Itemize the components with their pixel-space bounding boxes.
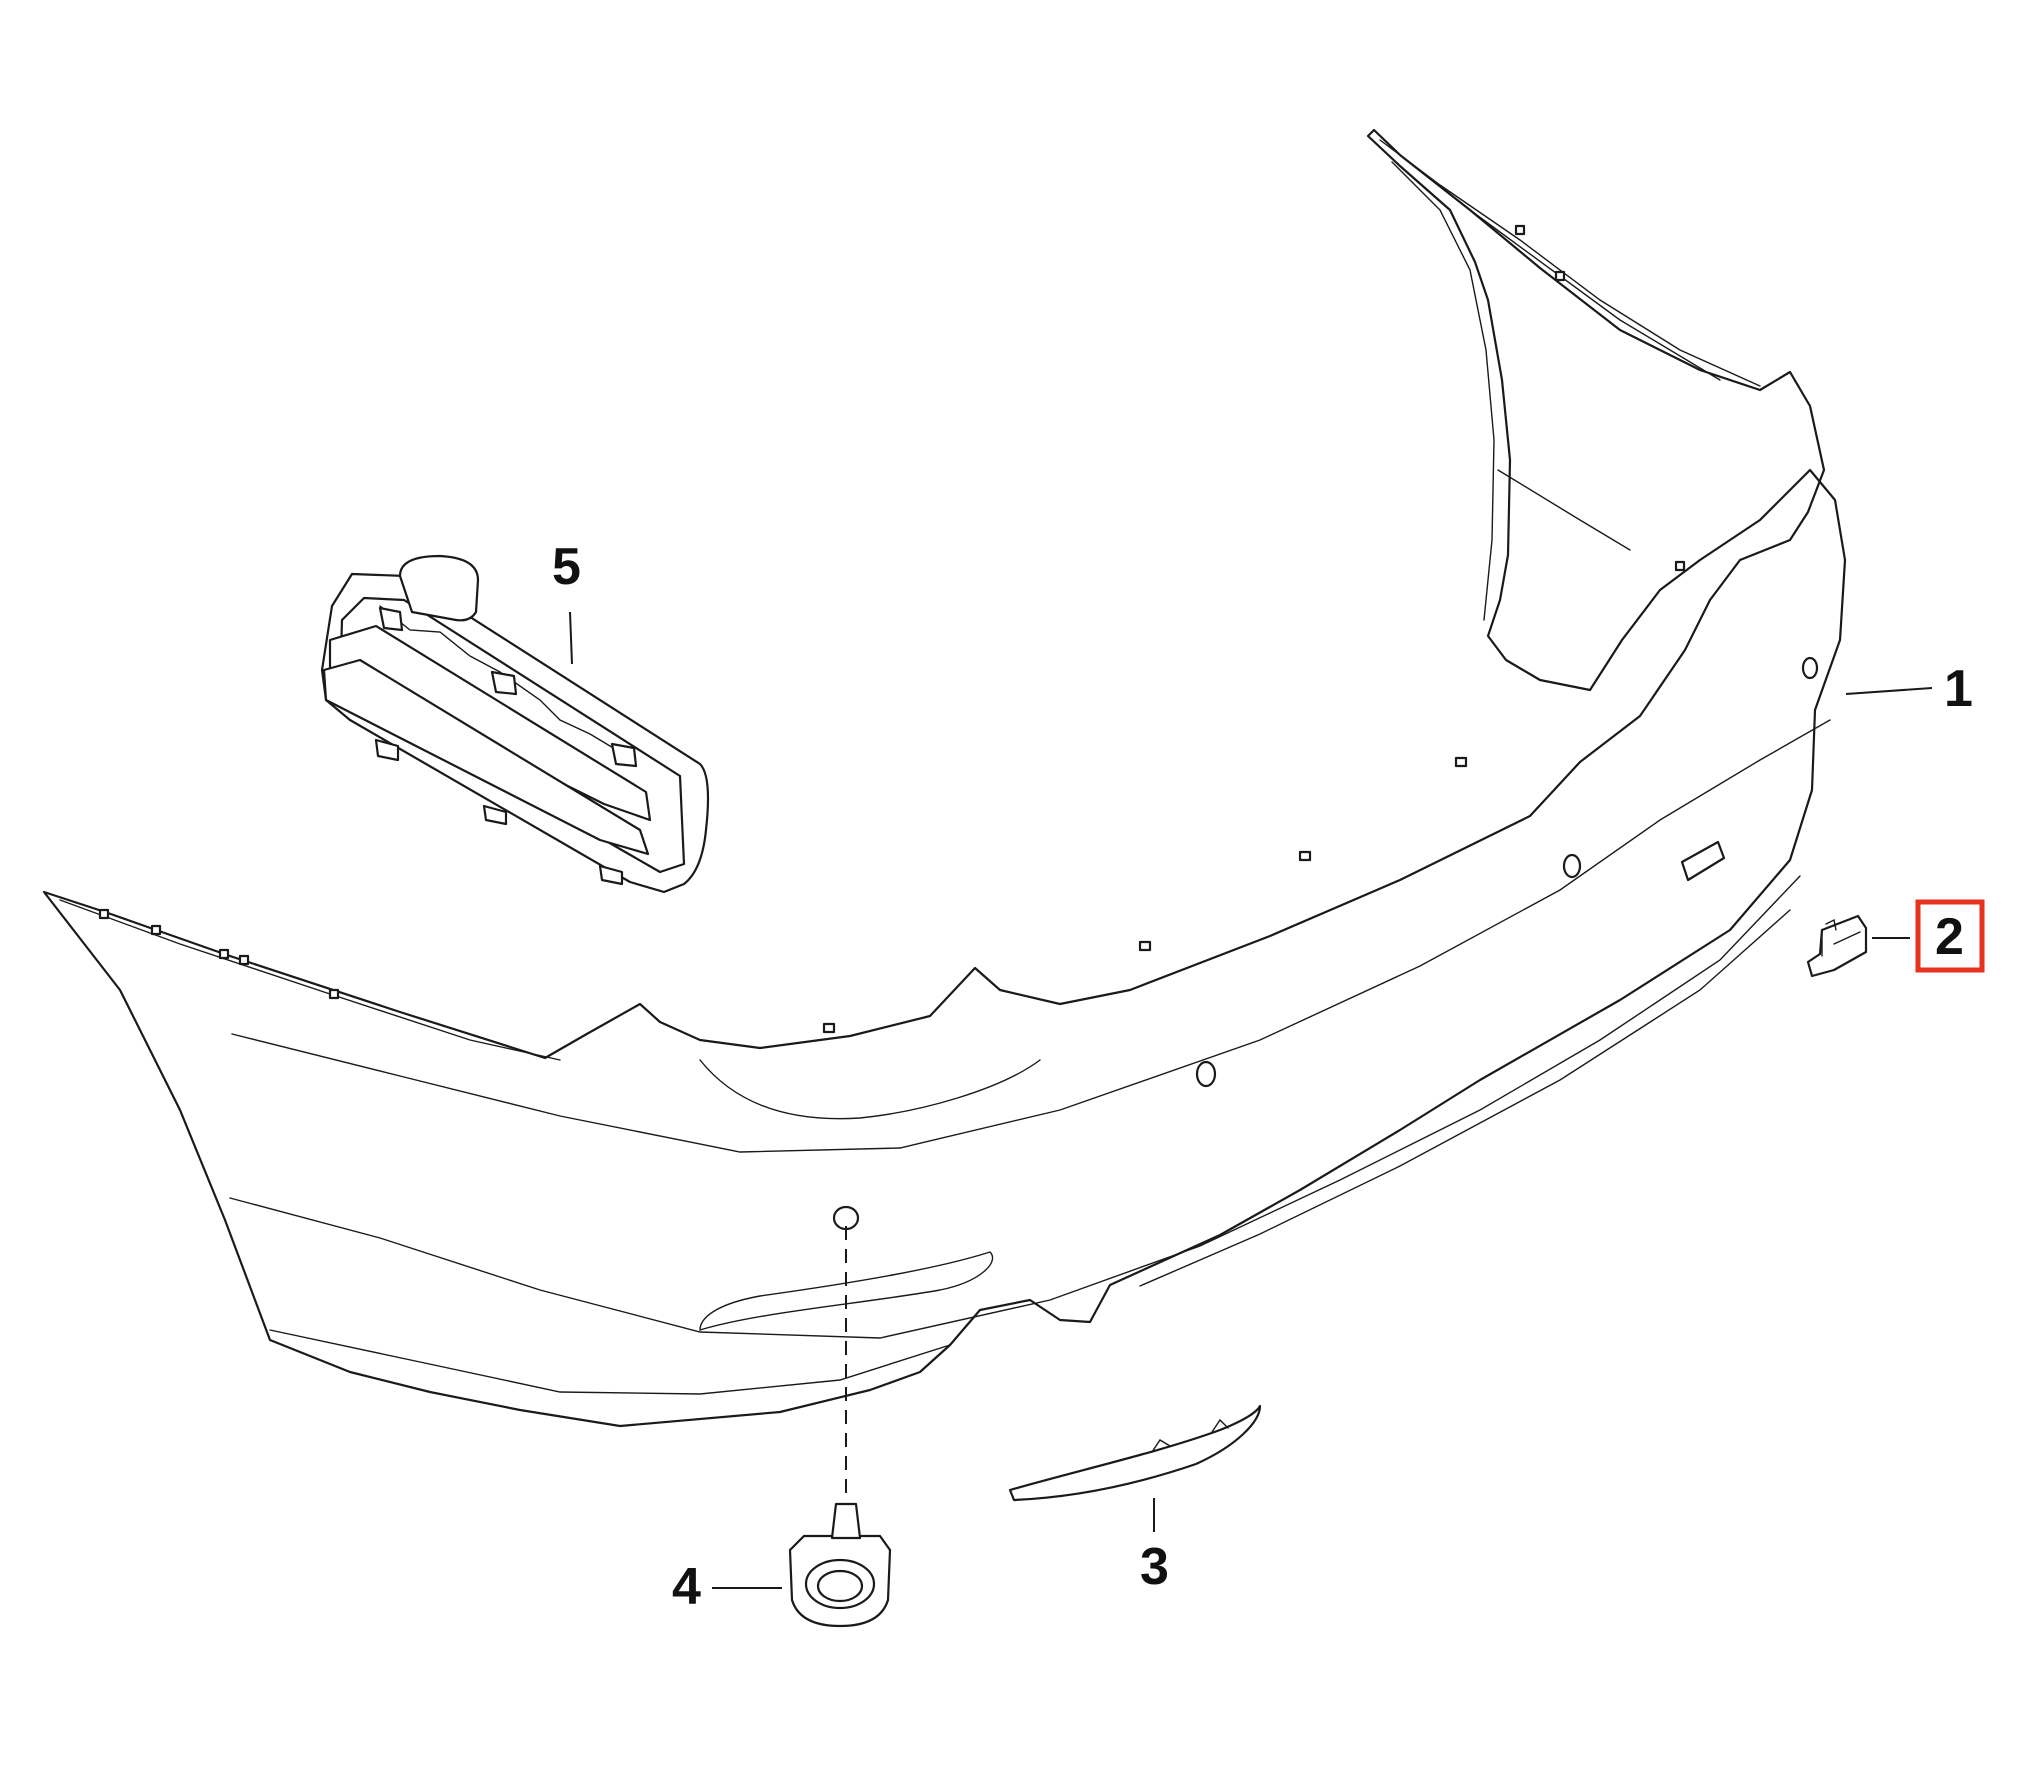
parking-sensor[interactable] [788,1502,892,1628]
bumper-inner-rib [1469,209,1721,381]
callout-2: 2 [1935,908,1964,966]
bumper-crease-lower [269,1329,951,1395]
sensor-hole-2 [1195,1060,1217,1088]
trim-strip-body [1008,1404,1262,1502]
sensor-hole-1 [832,1205,860,1231]
reflector-trim-strip[interactable] [1008,1404,1262,1502]
bumper-inner-rib-2 [1497,469,1631,551]
tow-hook-cover [1680,840,1726,882]
bracket-rail-lower [322,658,650,856]
callout-1: 1 [1944,660,1973,718]
bracket-post [398,554,480,622]
bumper-bracket-guide[interactable] [320,554,710,894]
bumper-recess [699,1251,994,1331]
bumper-arch-line [699,1059,1041,1120]
bumper-lip-line [1139,909,1791,1287]
sensor-hole-4 [1801,656,1819,680]
callout-4: 4 [672,1558,701,1616]
bracket-rail-grooves [379,605,621,753]
bracket-clip-2 [490,670,518,696]
bumper-inner-edge [1391,161,1495,621]
bracket-tab-2 [482,804,508,826]
bracket-clip-3 [610,742,638,768]
callout-3: 3 [1140,1538,1169,1596]
bumper-crease-middle [229,875,1801,1339]
bumper-crease-upper [231,719,1831,1153]
bracket-tab-1 [374,738,400,762]
sensor-face-inner [816,1569,864,1603]
sensor-hole-3 [1562,853,1582,879]
callout-2-highlight [1915,899,1985,973]
trim-strip-tabs [1151,1418,1229,1453]
leader-line-5 [569,611,573,665]
rear-bumper-panel[interactable] [42,128,1847,1428]
bracket-tab-3 [598,864,624,886]
bumper-clip-bracket[interactable] [1806,914,1868,978]
clip-detail [1821,918,1861,957]
clip-body [1806,914,1868,978]
mounting-tabs [98,224,1686,1034]
callout-5: 5 [552,538,581,596]
bumper-inner-flange [1379,139,1761,387]
leader-line-1 [1845,687,1933,695]
bumper-outline [42,128,1847,1428]
bracket-clip-1 [378,606,404,632]
sensor-connector [830,1502,862,1540]
